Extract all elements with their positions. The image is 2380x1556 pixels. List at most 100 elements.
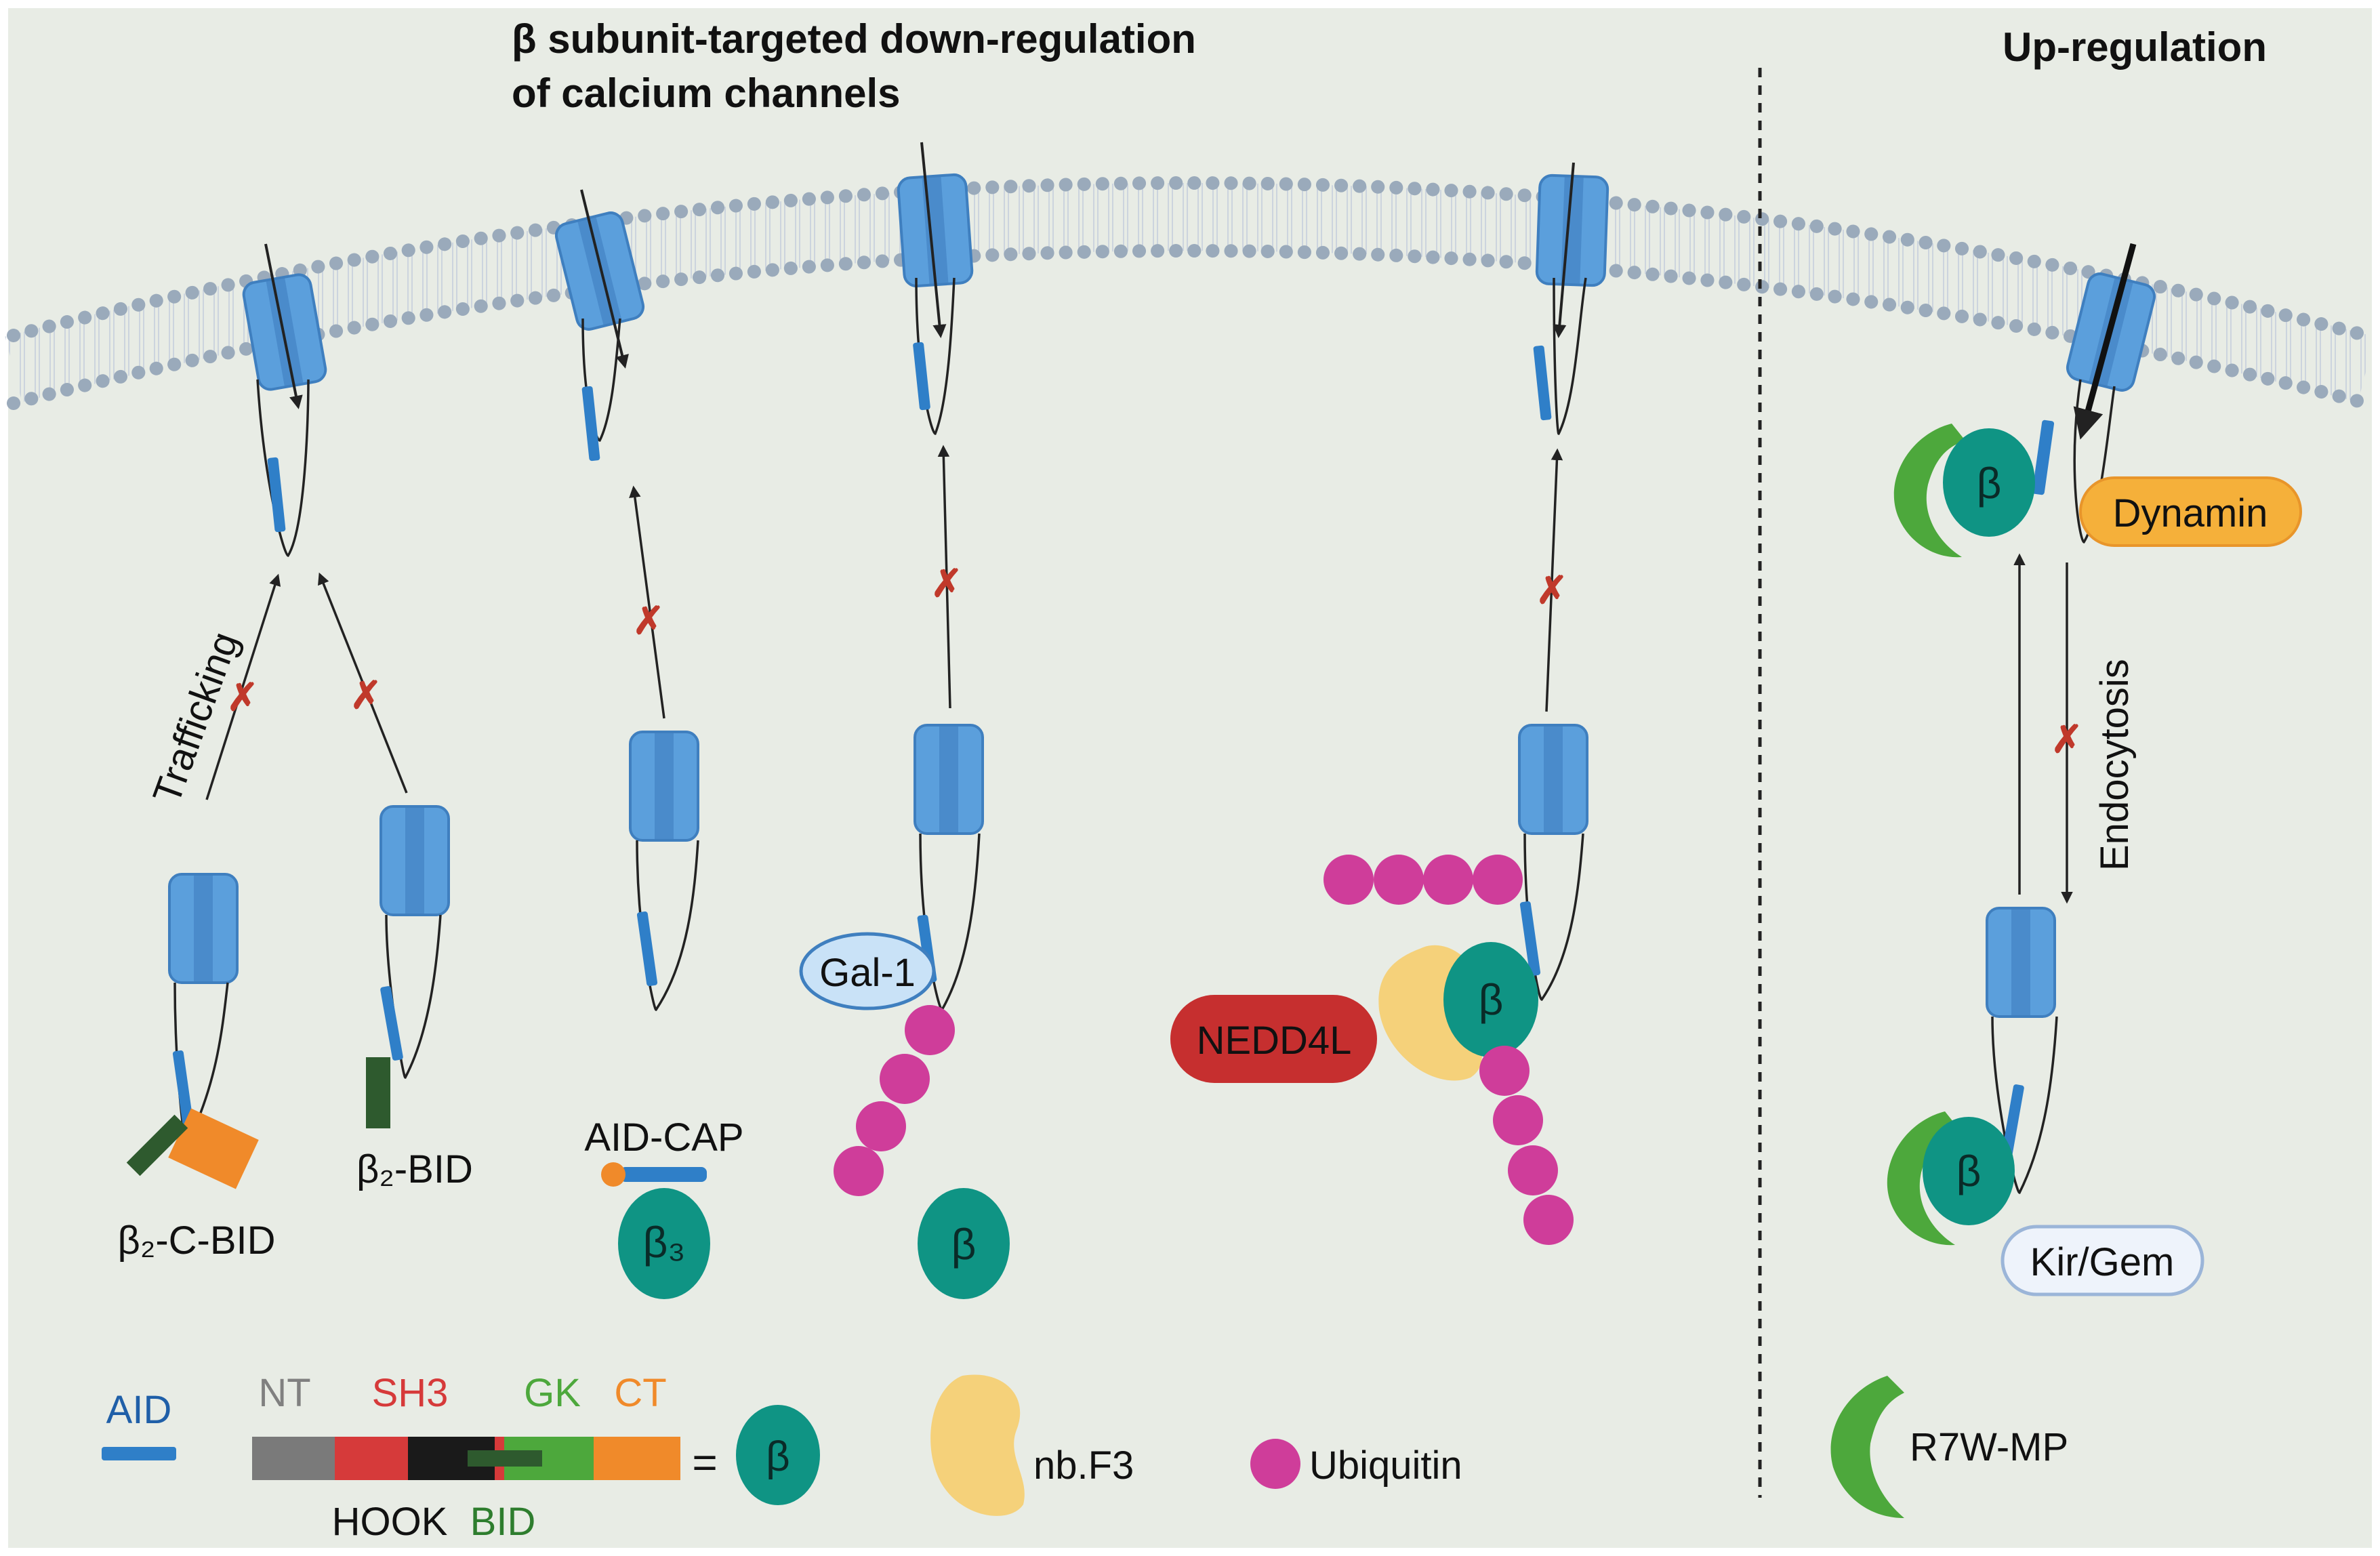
- ubiquitin-bead: [1479, 1046, 1530, 1096]
- ubiquitin-bead: [1473, 855, 1523, 905]
- legend-aid-swatch: [102, 1447, 176, 1460]
- beta-label: β: [951, 1220, 977, 1269]
- beta-subunit: [1923, 1117, 2015, 1225]
- channel-1-loop: [256, 379, 310, 557]
- cytosolic-channel-4: [1518, 724, 1588, 835]
- legend-beta-subunit: [736, 1405, 820, 1505]
- ubiquitin-bead: [1508, 1145, 1558, 1195]
- ion-flow-arrow: [264, 243, 303, 409]
- nedd4l-protein: [1170, 995, 1377, 1083]
- beta-subunit: [918, 1188, 1010, 1299]
- channel-loop: [1991, 1016, 2058, 1194]
- b2-c-bid-ct-block: [168, 1108, 259, 1189]
- aid-segment: [2001, 1084, 2024, 1159]
- aid-segment: [2032, 419, 2055, 495]
- legend-hook-label: HOOK: [332, 1500, 448, 1544]
- aid-cap-label: AID-CAP: [584, 1115, 743, 1160]
- b2-c-bid-bid-block: [126, 1114, 188, 1176]
- b2-bid-block: [366, 1057, 390, 1128]
- beta-subunit: [1943, 428, 2035, 537]
- legend-ct-label: CT: [614, 1371, 666, 1415]
- ubiquitin-bead: [1423, 855, 1473, 905]
- trafficking-arrow-2: [318, 572, 408, 794]
- legend-bid-label: BID: [470, 1500, 536, 1544]
- nedd4l-label: NEDD4L: [1197, 1019, 1352, 1063]
- ubiquitin-bead: [1374, 855, 1424, 905]
- domain-nt: [252, 1437, 335, 1480]
- beta-domain-bar: [252, 1437, 680, 1480]
- block-mark: ✗: [931, 562, 963, 605]
- ubiquitin-bead: [1324, 855, 1374, 905]
- dynamin-protein: [2079, 476, 2302, 547]
- ion-flow-arrow: [1553, 162, 1575, 338]
- aid-cap-bar: [620, 1167, 707, 1182]
- legend-aid-label: AID: [106, 1388, 172, 1432]
- block-mark: ✗: [227, 676, 259, 718]
- gal1-label: Gal-1: [819, 951, 916, 995]
- aid-segment: [913, 342, 930, 411]
- cytosolic-channel-3: [914, 724, 984, 835]
- r7w-mp-peptide: [1887, 1111, 1958, 1246]
- legend-r7w-mp-label: R7W-MP: [1910, 1425, 2068, 1469]
- gal1-protein: [799, 932, 936, 1010]
- ubiquitin-chain: [1324, 855, 1523, 905]
- ion-flow-arrow: [2073, 243, 2137, 440]
- domain-ct: [594, 1437, 680, 1480]
- ubiquitin-bead: [880, 1054, 930, 1104]
- beta3-subunit: [618, 1188, 710, 1299]
- b2-bid-label: β₂-BID: [356, 1147, 473, 1191]
- ubiquitin-bead: [1523, 1195, 1574, 1245]
- legend-nb-f3-icon: [930, 1374, 1025, 1516]
- aid-cap-cap: [601, 1162, 625, 1187]
- diagram-title-line1: β subunit-targeted down-regulation: [512, 16, 1196, 62]
- legend-r7w-mp-icon: [1830, 1376, 1904, 1518]
- trafficking-arrow: [205, 573, 281, 800]
- cytosolic-channel-2: [629, 731, 699, 842]
- kir-gem-protein: [2001, 1225, 2204, 1296]
- legend-equals: =: [692, 1438, 717, 1487]
- legend-ubiquitin-icon: [1250, 1439, 1300, 1489]
- channel-4-loop: [1553, 277, 1587, 435]
- channel-loop: [385, 914, 442, 1079]
- diagram-title-line2: of calcium channels: [512, 70, 901, 116]
- ion-flow-arrow: [580, 189, 629, 369]
- ubiquitin-bead: [834, 1146, 884, 1196]
- upregulation-title: Up-regulation: [2003, 24, 2267, 70]
- aid-segment: [1519, 901, 1541, 977]
- trafficking-arrow: [1545, 448, 1563, 712]
- beta-label: β: [1479, 975, 1504, 1024]
- aid-segment: [172, 1050, 194, 1126]
- ubiquitin-chain: [1479, 1046, 1574, 1245]
- domain-sh3-a: [335, 1437, 408, 1480]
- dynamin-label: Dynamin: [2113, 491, 2268, 535]
- ubiquitin-bead: [905, 1005, 955, 1055]
- domain-bid: [468, 1450, 542, 1467]
- legend-ubiquitin-label: Ubiquitin: [1309, 1444, 1462, 1488]
- aid-segment: [581, 386, 600, 462]
- aid-segment: [267, 457, 286, 533]
- endocytosis-label: Endocytosis: [2093, 659, 2137, 871]
- legend-nt-label: NT: [258, 1371, 310, 1415]
- b2-c-bid-label: β₂-C-BID: [117, 1219, 275, 1263]
- aid-segment: [1533, 345, 1552, 421]
- cell-membrane: [5, 176, 2375, 410]
- legend-beta-label: β: [766, 1433, 790, 1480]
- r7w-mp-peptide: [1893, 424, 1965, 558]
- legend-nb-f3-label: nb.F3: [1033, 1444, 1134, 1488]
- beta-label: β: [1977, 459, 2002, 508]
- ubiquitin-chain: [834, 1005, 955, 1196]
- beta-subunit: [1443, 942, 1538, 1057]
- block-mark: ✗: [633, 599, 665, 642]
- block-mark: ✗: [1536, 569, 1568, 611]
- channel-5-loop: [2073, 379, 2116, 544]
- beta-label: β: [1956, 1147, 1982, 1195]
- block-mark: ✗: [2051, 718, 2083, 760]
- trafficking-arrow: [937, 445, 951, 709]
- cytosolic-channel-5: [1986, 907, 2056, 1018]
- ion-flow-arrow: [920, 142, 947, 338]
- trafficking-arrow: [629, 485, 665, 719]
- kir-gem-label: Kir/Gem: [2030, 1240, 2175, 1284]
- cytosolic-channel-1b: [379, 805, 450, 916]
- ubiquitin-bead: [1493, 1095, 1543, 1145]
